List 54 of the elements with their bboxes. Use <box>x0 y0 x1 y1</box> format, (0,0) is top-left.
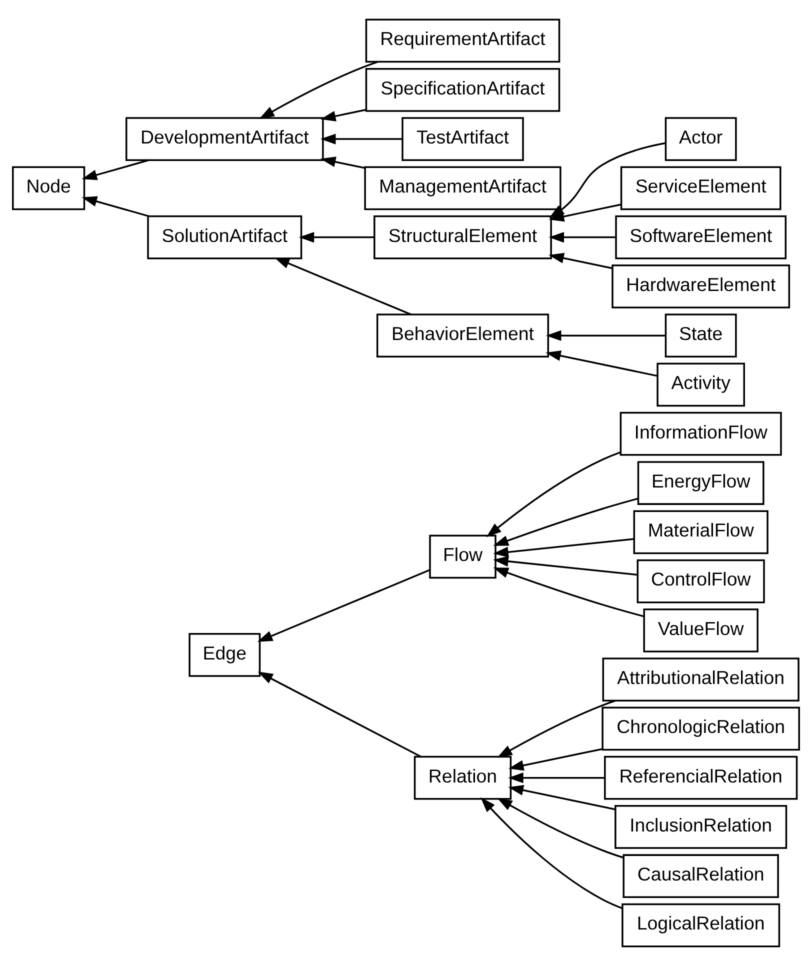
arrow <box>298 231 374 242</box>
node-box: Activity <box>656 362 745 406</box>
node-box: Actor <box>664 116 737 160</box>
node-box: ControlFlow <box>636 558 765 603</box>
node-box: DevelopmentArtifact <box>126 116 324 160</box>
arrow <box>546 330 666 340</box>
arrow <box>274 257 412 315</box>
arrow <box>480 796 622 909</box>
arrow <box>82 196 150 217</box>
arrow <box>258 671 422 757</box>
arrow <box>508 772 605 783</box>
node-box: HardwareElement <box>612 264 790 308</box>
node-box: Edge <box>188 632 261 676</box>
node-box: SolutionArtifact <box>147 214 302 259</box>
arrow <box>546 350 658 376</box>
node-box: InclusionRelation <box>614 804 788 848</box>
node-box: Node <box>12 166 86 210</box>
arrow <box>493 497 638 546</box>
node-box: ServiceElement <box>620 166 782 210</box>
arrow <box>497 797 624 858</box>
node-box: InformationFlow <box>620 411 782 456</box>
node-box: TestArtifact <box>402 116 524 160</box>
arrow <box>493 538 634 557</box>
node-box: AttributionalRelation <box>602 657 800 701</box>
node-box: State <box>664 313 737 358</box>
arrow <box>493 567 644 617</box>
arrow <box>320 156 366 168</box>
arrow <box>548 231 616 242</box>
arrow <box>82 158 150 180</box>
arrow <box>497 699 616 758</box>
arrow <box>259 60 378 118</box>
node-box: SpecificationArtifact <box>365 67 560 112</box>
arrow <box>320 133 402 144</box>
node-box: ChronologicRelation <box>602 706 800 750</box>
node-box: Relation <box>414 755 512 800</box>
node-box: BehaviorElement <box>376 313 550 358</box>
node-box: CausalRelation <box>622 854 779 898</box>
arrow <box>486 451 621 537</box>
node-box: StructuralElement <box>374 214 552 259</box>
node-box: ManagementArtifact <box>364 166 562 210</box>
node-box: LogicalRelation <box>622 902 780 947</box>
arrow <box>508 784 616 810</box>
node-box: Flow <box>429 534 496 578</box>
node-box: ReferencialRelation <box>604 755 798 800</box>
arrow <box>493 556 638 576</box>
arrow <box>257 568 430 642</box>
node-box: RequirementArtifact <box>365 18 560 62</box>
arrow <box>508 748 603 770</box>
arrow <box>320 108 366 121</box>
node-box: ValueFlow <box>643 608 758 652</box>
node-box: SoftwareElement <box>615 214 787 259</box>
node-box: EnergyFlow <box>637 460 764 504</box>
node-box: MaterialFlow <box>633 510 768 554</box>
arrow <box>548 252 612 269</box>
